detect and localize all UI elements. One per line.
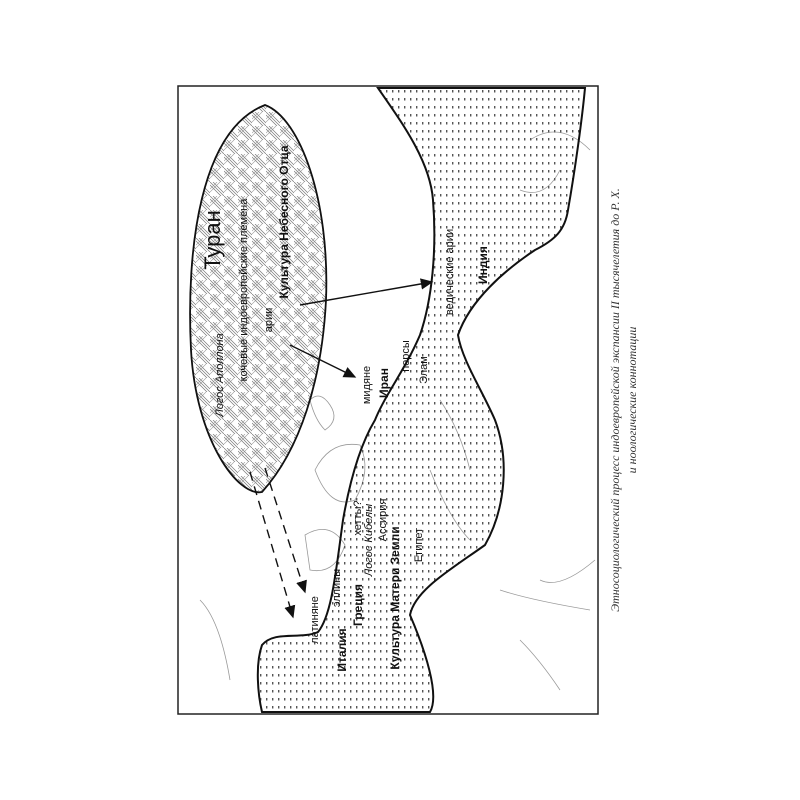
caption-line-1: Этносоциологический процесс индоевропейс…	[608, 188, 622, 612]
label-logos-cybele: Логос Кибелы	[363, 504, 375, 577]
label-sky-father: Культура Небесного Отца	[277, 145, 291, 298]
caption-line-2: и ноологические коннотации	[625, 327, 639, 474]
figure-caption: Этносоциологический процесс индоевропейс…	[608, 188, 639, 612]
turan-region	[189, 104, 328, 494]
dashed-arrow-to-greece	[264, 467, 307, 594]
dashed-arrow-to-italy	[249, 471, 296, 619]
label-medes: мидяне	[361, 366, 373, 404]
label-egypt: Египет	[413, 528, 425, 562]
label-logos-apollo: Логос Аполлона	[214, 333, 226, 418]
label-nomads: кочевые индоевропейские племена	[238, 198, 250, 382]
label-mother-earth: Культура Матери Земли	[388, 526, 402, 669]
label-iran: Иран	[377, 368, 391, 398]
label-elam: Элам	[418, 356, 430, 384]
arrow-to-india	[299, 278, 434, 306]
label-persians: персы	[400, 340, 412, 372]
label-aryans: арии	[263, 308, 275, 333]
label-greece: Греция	[351, 584, 365, 626]
migration-arrows	[249, 278, 434, 619]
label-assyria: Ассирия	[377, 499, 389, 542]
arrow-to-iran	[289, 344, 357, 378]
label-turan: Туран	[200, 210, 225, 270]
label-latins: латиняне	[309, 596, 321, 644]
label-vedic-aryans: ведические арии	[444, 229, 456, 315]
label-italy: Италия	[335, 628, 349, 671]
label-hellenes: эллины	[331, 569, 343, 607]
map-labels: Туран Логос Аполлона кочевые индоевропей…	[200, 145, 490, 671]
label-india: Индия	[476, 246, 490, 284]
label-hittites: хетты?	[352, 500, 364, 535]
mother-earth-region	[256, 87, 587, 713]
